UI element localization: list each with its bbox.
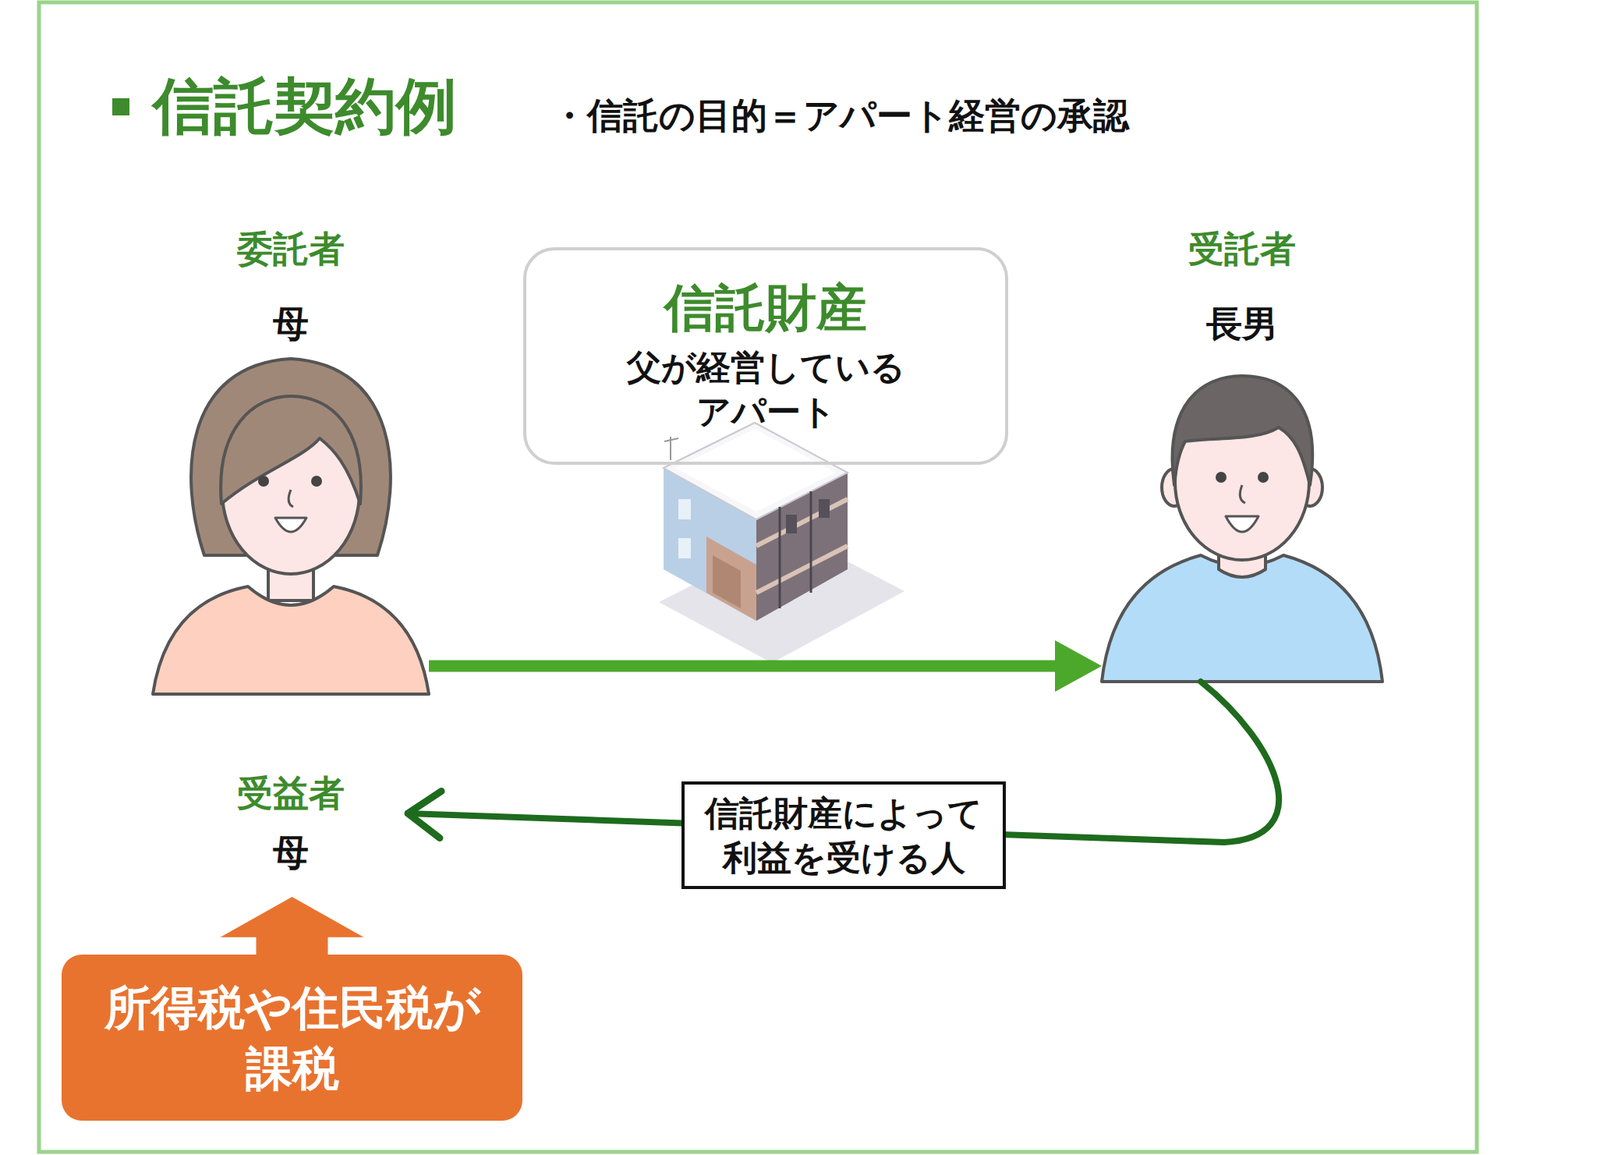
node-text: 父が経営している アパート xyxy=(626,344,906,434)
apartment-building xyxy=(658,422,905,663)
node-heading: 委託者 xyxy=(237,226,345,273)
node-heading: 所得税や住民税が 課税 xyxy=(104,976,481,1099)
purpose-note: ・信託の目的＝アパート経営の承認 xyxy=(551,92,1130,139)
title-bullet xyxy=(112,98,130,116)
node-text: 母 xyxy=(272,829,309,877)
node-heading: 受託者 xyxy=(1188,226,1296,273)
edge-label-box: 信託財産によって 利益を受ける人 xyxy=(681,781,1006,889)
title: 信託契約例 xyxy=(152,68,457,144)
node-text: 長男 xyxy=(1206,300,1278,348)
arrow-head xyxy=(1054,640,1102,692)
tax-box: 所得税や住民税が 課税 xyxy=(61,954,523,1121)
connector xyxy=(220,896,365,955)
arrow-line xyxy=(428,660,1057,673)
node-heading: 信託財産 xyxy=(664,277,868,339)
trust-property-box: 信託財産父が経営している アパート xyxy=(523,247,1009,465)
node-text: 母 xyxy=(272,300,309,348)
son-figure xyxy=(1101,375,1383,682)
node-heading: 受益者 xyxy=(237,770,345,818)
arrow-head xyxy=(407,791,442,839)
trustee-figure: 受託者長男 xyxy=(1101,226,1383,682)
mother-figure xyxy=(152,358,429,694)
connector xyxy=(428,640,1102,692)
block-arrow xyxy=(220,896,365,955)
frame xyxy=(38,2,1477,1152)
beneficiary-node: 受益者母 xyxy=(173,768,408,897)
settlor-figure: 委託者母 xyxy=(152,226,429,694)
